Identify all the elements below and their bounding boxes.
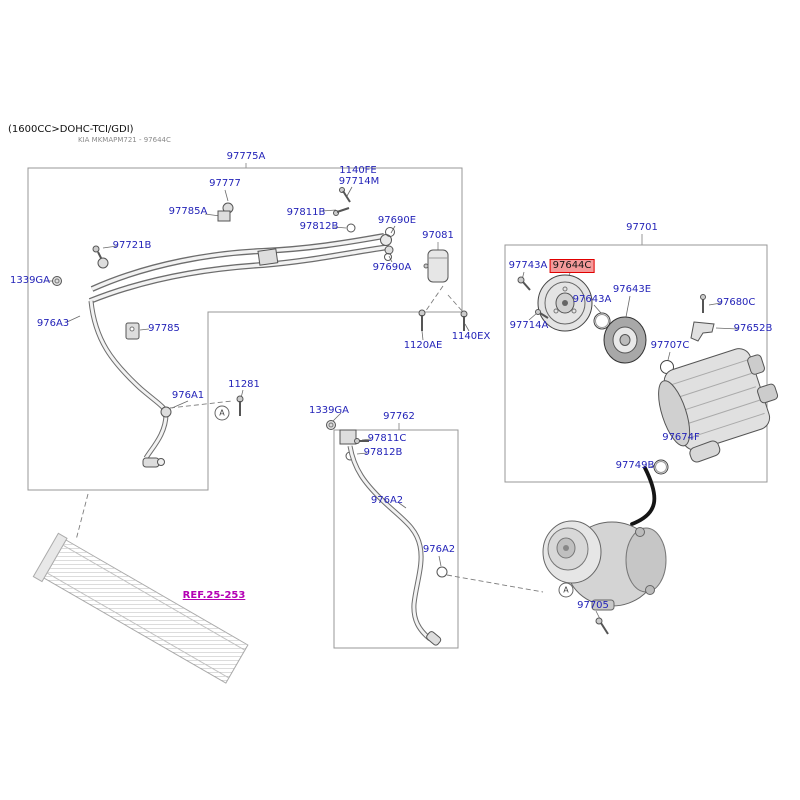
part-label-97743a[interactable]: 97743A: [508, 260, 548, 271]
part-label-1140ex[interactable]: 1140EX: [451, 331, 491, 342]
suction-discharge-tube-art: [88, 202, 395, 304]
bracket-and-screw-art: [660, 294, 715, 374]
panel-outlines: [27, 163, 768, 649]
part-label-97643e[interactable]: 97643E: [612, 284, 652, 295]
part-label-976a2-1[interactable]: 976A2: [370, 495, 404, 506]
mounting-bolts-art: [236, 309, 468, 416]
assembled-compressor-art: [542, 520, 667, 635]
assembly-flow-curve: [630, 466, 657, 526]
callout-a-2: A: [558, 582, 574, 598]
part-label-97701[interactable]: 97701: [626, 222, 658, 233]
part-label-97785a[interactable]: 97785A: [168, 206, 208, 217]
part-label-97714m[interactable]: 97714M: [338, 176, 380, 187]
part-label-976a3[interactable]: 976A3: [36, 318, 70, 329]
receiver-drier-97081-art: [423, 249, 449, 283]
part-label-97812b-2[interactable]: 97812B: [363, 447, 403, 458]
part-label-97785[interactable]: 97785: [148, 323, 180, 334]
part-label-97690e[interactable]: 97690E: [377, 215, 417, 226]
part-label-1339ga-1[interactable]: 1339GA: [9, 275, 51, 286]
part-label-1339ga-2[interactable]: 1339GA: [308, 405, 350, 416]
part-label-97721b[interactable]: 97721B: [112, 240, 152, 251]
catalog-code-text: KIA MKMAPM721 - 97644C: [78, 136, 171, 144]
part-label-97644c-highlighted[interactable]: 97644C: [549, 259, 595, 273]
part-label-1120ae[interactable]: 1120AE: [403, 340, 443, 351]
clutch-disc-97643e-art: [603, 316, 647, 364]
clutch-pulley-97644c-art: [517, 274, 593, 332]
ref-link-25-253[interactable]: REF.25-253: [181, 590, 247, 602]
label-leader-lines: [46, 186, 739, 620]
part-label-97811c[interactable]: 97811C: [367, 433, 407, 444]
discharge-hose-976a3-art: [88, 300, 172, 468]
condenser-art: [32, 532, 249, 684]
pressure-sensor-bolt-art: [52, 245, 109, 286]
part-label-11281[interactable]: 11281: [228, 379, 260, 390]
part-label-97749b[interactable]: 97749B: [615, 460, 655, 471]
part-label-97674f[interactable]: 97674F: [662, 432, 700, 443]
part-label-97762[interactable]: 97762: [383, 411, 415, 422]
part-label-97714a[interactable]: 97714A: [509, 320, 549, 331]
part-label-976a1[interactable]: 976A1: [171, 390, 205, 401]
stud-and-bracket-art: [333, 187, 356, 233]
part-label-97680c[interactable]: 97680C: [716, 297, 756, 308]
callout-a-1: A: [214, 405, 230, 421]
part-label-97081[interactable]: 97081: [422, 230, 454, 241]
snap-ring-97643a-art: [593, 312, 611, 330]
part-label-97812b-1[interactable]: 97812B: [299, 221, 339, 232]
part-label-97811b[interactable]: 97811B: [286, 207, 326, 218]
compressor-body-97701-art: [653, 348, 779, 475]
liquid-hose-97762-art: [326, 420, 448, 646]
part-label-976a2-2[interactable]: 976A2: [422, 544, 456, 555]
dashed-reference-lines: [75, 285, 544, 593]
part-label-97775a[interactable]: 97775A: [226, 151, 266, 162]
part-label-97705[interactable]: 97705: [577, 600, 609, 611]
engine-spec-text: (1600CC>DOHC-TCI/GDI): [8, 124, 134, 135]
part-label-97643a[interactable]: 97643A: [572, 294, 612, 305]
part-label-97777[interactable]: 97777: [209, 178, 241, 189]
part-label-97690a[interactable]: 97690A: [372, 262, 412, 273]
part-label-97707c[interactable]: 97707C: [650, 340, 690, 351]
part-label-97652b[interactable]: 97652B: [733, 323, 773, 334]
part-label-1140fe[interactable]: 1140FE: [339, 165, 377, 176]
